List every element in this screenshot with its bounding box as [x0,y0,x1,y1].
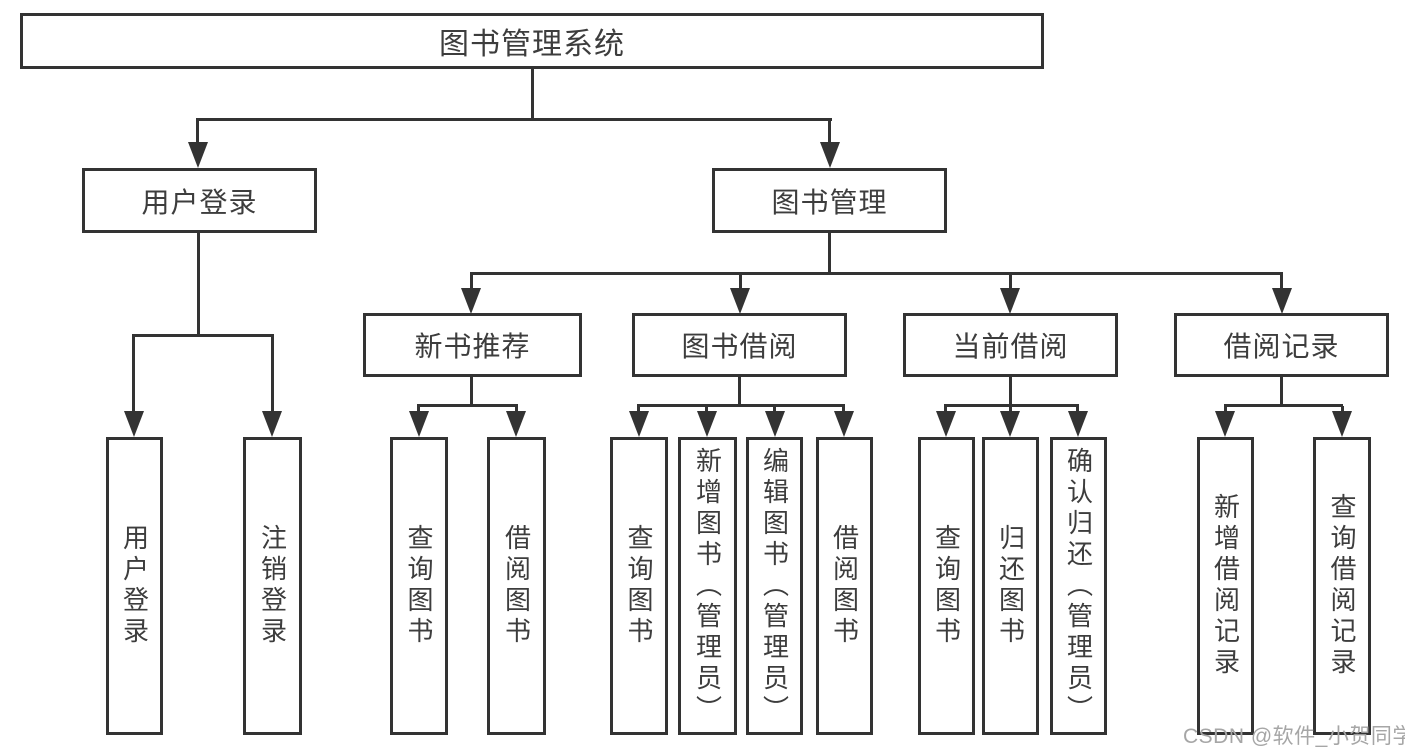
node-label: 当前借阅 [952,331,1069,362]
connector-line [1009,377,1012,407]
node-leaf-logout: 注销登录 [243,437,302,735]
connector-line [738,377,741,407]
connector-line [1341,406,1344,415]
arrowhead-down [188,142,208,168]
node-label: 新增图书（管理员） [692,446,723,726]
connector-line [132,336,135,414]
node-label: 确认归还（管理员） [1063,446,1094,726]
node-leaf-query-books-1: 查询图书 [390,437,448,735]
connector-line [470,272,1283,275]
node-label: 归还图书 [995,524,1026,648]
arrowhead-down [506,411,526,437]
node-leaf-user-login: 用户登录 [106,437,163,735]
node-label: 查询借阅记录 [1327,493,1357,679]
arrowhead-down [1000,288,1020,314]
node-user-login: 用户登录 [82,168,317,233]
connector-line [944,406,947,415]
node-label: 用户登录 [119,524,150,648]
connector-line [197,233,200,337]
connector-line [1076,406,1079,415]
arrowhead-down [820,142,840,168]
connector-line [470,377,473,407]
connector-line [739,274,742,292]
connector-line [470,274,473,292]
connector-line [1280,274,1283,292]
node-label: 图书借阅 [681,331,798,362]
connector-line [637,404,845,407]
node-leaf-edit-books-admin: 编辑图书（管理员） [746,437,803,735]
arrowhead-down [629,411,649,437]
node-label: 注销登录 [257,524,288,648]
arrowhead-down [834,411,854,437]
node-leaf-query-books-2: 查询图书 [610,437,668,735]
node-leaf-borrow-books-2: 借阅图书 [816,437,873,735]
connector-line [417,404,518,407]
node-label: 新书推荐 [414,331,531,362]
arrowhead-down [936,411,956,437]
node-leaf-confirm-return-admin: 确认归还（管理员） [1050,437,1107,735]
node-label: 编辑图书（管理员） [759,446,790,726]
arrowhead-down [1215,411,1235,437]
connector-line [515,406,518,415]
node-root-library-system: 图书管理系统 [20,13,1044,69]
connector-line [1280,377,1283,407]
node-book-borrowing: 图书借阅 [632,313,847,377]
node-label: 借阅图书 [829,524,860,648]
arrowhead-down [1332,411,1352,437]
connector-line [531,69,534,120]
connector-line [773,406,776,415]
arrowhead-down [461,288,481,314]
connector-line [417,406,420,415]
connector-line [828,233,831,274]
node-label: 查询图书 [624,524,654,648]
csdn-watermark: CSDN @软件_小贺同学 [1183,725,1405,747]
node-current-borrowing: 当前借阅 [903,313,1118,377]
node-book-management: 图书管理 [712,168,947,233]
connector-line [1224,406,1227,415]
arrowhead-down [1000,411,1020,437]
connector-line [828,120,831,146]
connector-line [944,404,1079,407]
node-label: 图书管理系统 [439,28,625,61]
node-leaf-query-books-3: 查询图书 [918,437,975,735]
node-label: 查询图书 [931,524,962,648]
connector-line [271,336,274,414]
arrowhead-down [765,411,785,437]
node-label: 查询图书 [404,524,434,648]
node-leaf-add-books-admin: 新增图书（管理员） [678,437,737,735]
node-borrowing-records: 借阅记录 [1174,313,1389,377]
node-leaf-borrow-books-1: 借阅图书 [487,437,546,735]
arrowhead-down [1272,288,1292,314]
connector-line [1224,404,1343,407]
connector-line [132,334,274,337]
arrowhead-down [730,288,750,314]
node-label: 图书管理 [771,186,888,218]
node-new-book-recommend: 新书推荐 [363,313,582,377]
connector-line [637,406,640,415]
connector-line [842,406,845,415]
node-label: 新增借阅记录 [1210,493,1241,679]
connector-line [705,406,708,415]
connector-line [196,120,199,146]
connector-line [1009,274,1012,292]
connector-line [196,118,832,121]
arrowhead-down [262,411,282,437]
arrowhead-down [409,411,429,437]
connector-line [1009,406,1012,415]
node-label: 用户登录 [141,186,258,218]
node-label: 借阅记录 [1223,331,1340,362]
node-leaf-return-books: 归还图书 [982,437,1039,735]
arrowhead-down [124,411,144,437]
arrowhead-down [697,411,717,437]
arrowhead-down [1068,411,1088,437]
node-leaf-query-borrow-record: 查询借阅记录 [1313,437,1371,735]
node-label: 借阅图书 [501,524,532,648]
node-leaf-add-borrow-record: 新增借阅记录 [1197,437,1254,735]
